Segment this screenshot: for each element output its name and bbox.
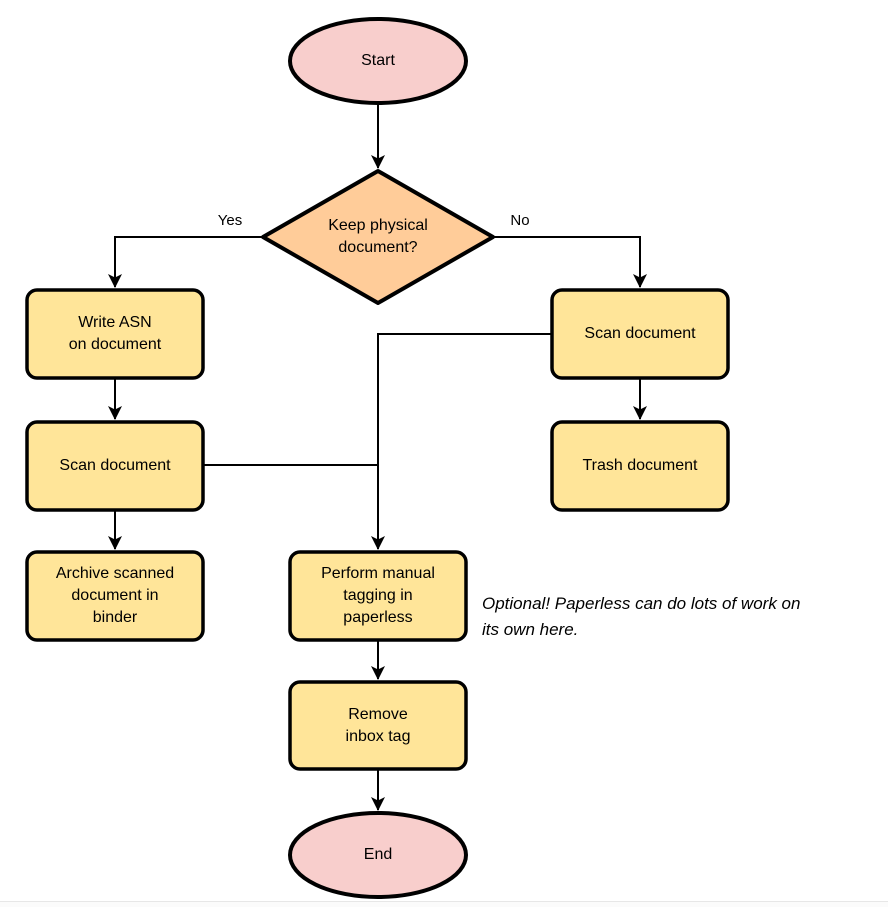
edge-decision-yes-to-write-asn [108, 236, 263, 288]
write-asn-process-shape [25, 288, 205, 380]
trash-process-shape [550, 420, 730, 512]
edge-decision-no-to-scan-right [493, 236, 647, 288]
scan-left-process-shape [25, 420, 205, 512]
page-bottom-edge [0, 901, 888, 907]
end-terminal-shape [288, 811, 468, 899]
scan-right-process-shape [550, 288, 730, 380]
tagging-process-shape [288, 550, 468, 642]
start-terminal-shape [288, 17, 468, 105]
edge-scan-right-to-tagging [371, 333, 552, 550]
remove-inbox-process-shape [288, 680, 468, 771]
archive-process-shape [25, 550, 205, 642]
decision-diamond-shape [261, 169, 495, 305]
